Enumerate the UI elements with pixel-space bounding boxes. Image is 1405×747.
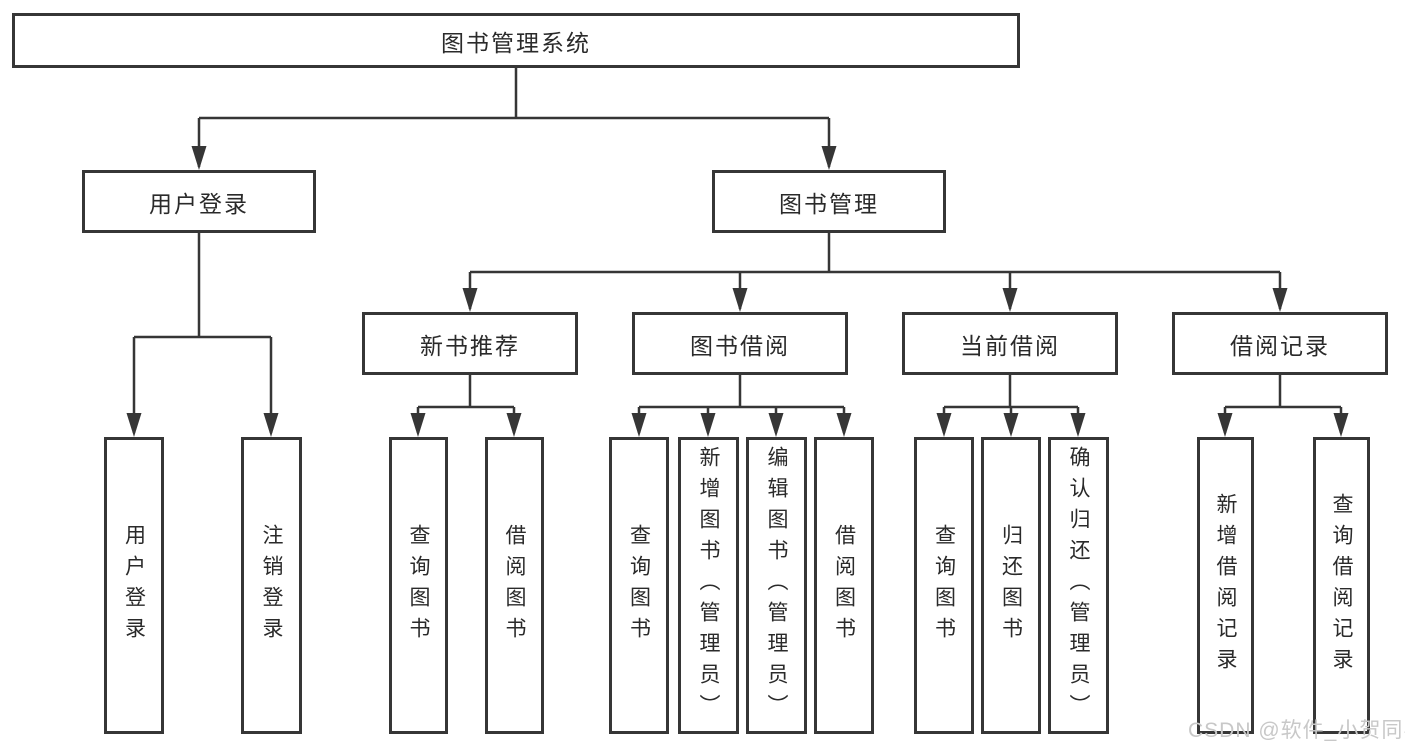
node-label: 当前借阅 xyxy=(960,332,1060,359)
leaf-br-query-record: 查询借阅记录 xyxy=(1313,437,1370,734)
leaf-cb-query-book: 查询图书 xyxy=(914,437,974,734)
node-new-book-recommend: 新书推荐 xyxy=(362,312,578,375)
node-label: 图书管理系统 xyxy=(441,29,591,56)
leaf-bb-add-book: 新增图书（管理员） xyxy=(678,437,739,734)
leaf-bb-edit-book: 编辑图书（管理员） xyxy=(746,437,807,734)
node-current-borrow: 当前借阅 xyxy=(902,312,1118,375)
node-label: 归还图书 xyxy=(999,523,1023,648)
csdn-watermark: CSDN @软件_小贺同学 xyxy=(1188,719,1405,742)
node-label: 借阅图书 xyxy=(832,523,856,648)
node-label: 新书推荐 xyxy=(420,332,520,359)
node-label: 查询图书 xyxy=(407,523,430,648)
node-label: 用户登录 xyxy=(122,523,146,648)
node-label: 确认归还（管理员） xyxy=(1067,446,1090,725)
leaf-nbr-query-book: 查询图书 xyxy=(389,437,448,734)
node-label: 图书借阅 xyxy=(690,332,790,359)
node-label: 查询图书 xyxy=(932,523,956,648)
node-borrow-record: 借阅记录 xyxy=(1172,312,1388,375)
node-book-borrow: 图书借阅 xyxy=(632,312,848,375)
node-label: 借阅记录 xyxy=(1230,332,1330,359)
leaf-bb-query-book: 查询图书 xyxy=(609,437,669,734)
node-label: 新增借阅记录 xyxy=(1214,492,1237,679)
node-label: 查询图书 xyxy=(627,523,651,648)
node-label: 查询借阅记录 xyxy=(1330,492,1353,679)
node-user-login: 用户登录 xyxy=(82,170,316,233)
node-label: 新增图书（管理员） xyxy=(697,446,720,725)
leaf-cb-confirm-return: 确认归还（管理员） xyxy=(1048,437,1109,734)
leaf-cb-return-book: 归还图书 xyxy=(981,437,1041,734)
leaf-user-login: 用户登录 xyxy=(104,437,164,734)
node-label: 注销登录 xyxy=(260,523,283,648)
node-label: 编辑图书（管理员） xyxy=(765,446,788,725)
node-label: 借阅图书 xyxy=(503,523,526,648)
leaf-br-add-record: 新增借阅记录 xyxy=(1197,437,1254,734)
node-label: 图书管理 xyxy=(779,190,879,217)
leaf-logout-login: 注销登录 xyxy=(241,437,302,734)
node-book-management: 图书管理 xyxy=(712,170,946,233)
node-label: 用户登录 xyxy=(149,190,249,217)
leaf-bb-borrow-book: 借阅图书 xyxy=(814,437,874,734)
leaf-nbr-borrow-book: 借阅图书 xyxy=(485,437,544,734)
node-root-system: 图书管理系统 xyxy=(12,13,1020,68)
